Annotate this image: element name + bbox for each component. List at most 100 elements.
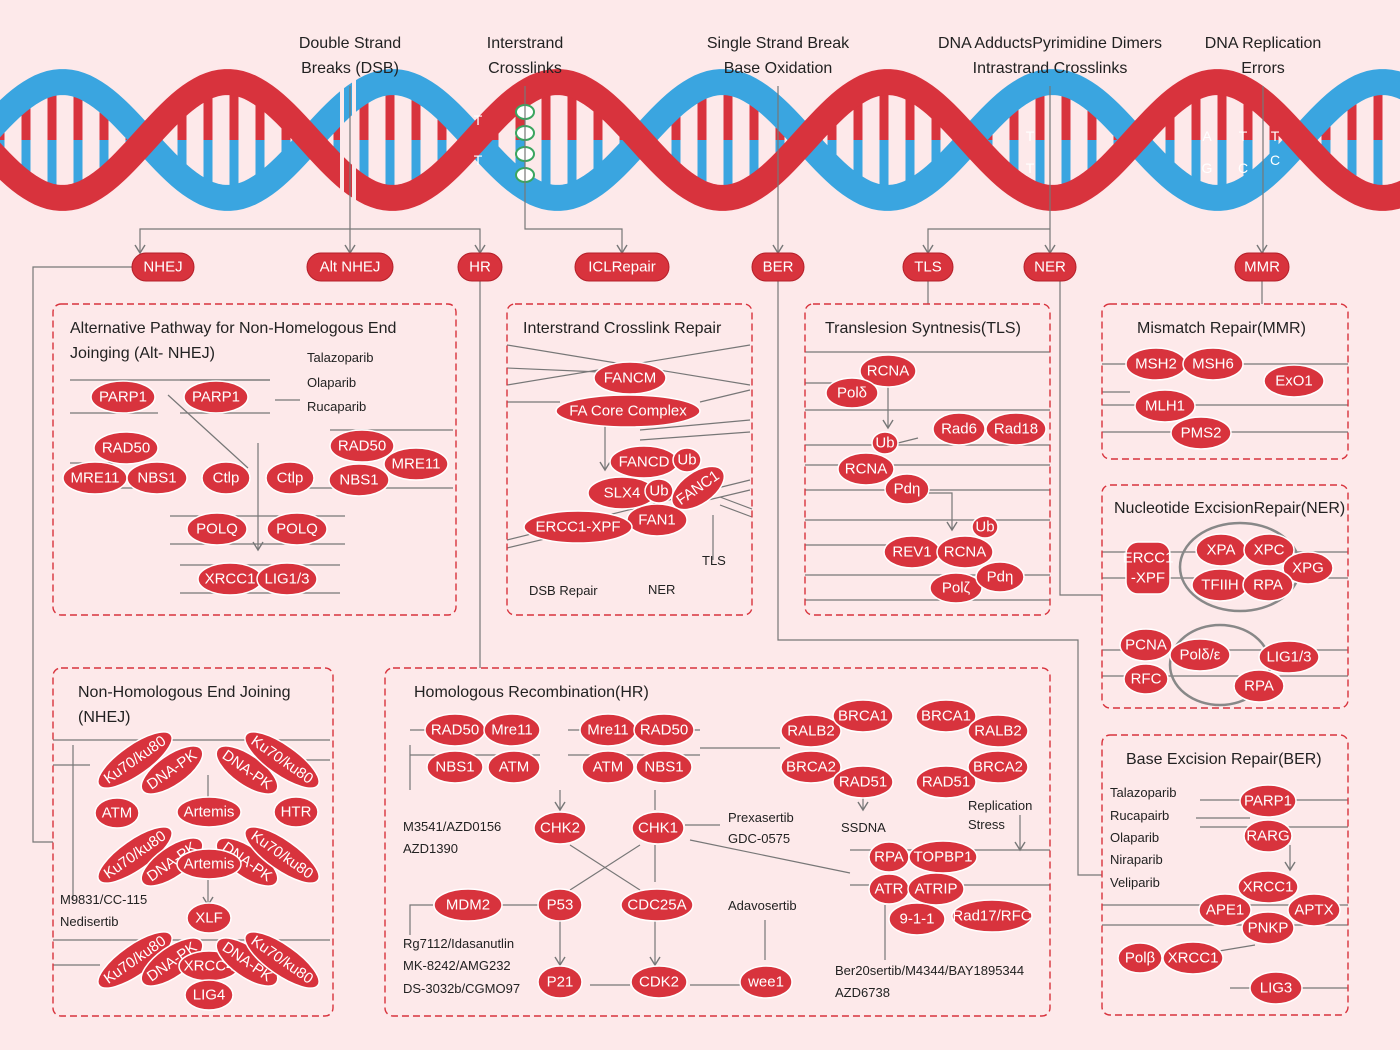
node-t_pdn1[interactable]: Pdη (884, 473, 930, 505)
node-b_polb[interactable]: Polβ (1117, 942, 1163, 974)
node-t_rcna1[interactable]: RCNA (859, 354, 917, 388)
node-n_polde[interactable]: Polδ/ε (1169, 638, 1231, 672)
node-h_mre11a[interactable]: Mre11 (483, 713, 541, 747)
node-t_polz[interactable]: Polζ (929, 572, 983, 604)
node-m_exo1[interactable]: ExO1 (1263, 364, 1325, 398)
pathway-tls[interactable]: TLS (902, 252, 954, 282)
node-h_nbs1a[interactable]: NBS1 (426, 750, 484, 784)
node-t_ub2[interactable]: Ub (971, 515, 999, 539)
node-i_fancd[interactable]: FANCD (609, 445, 679, 479)
node-b_ape1[interactable]: APE1 (1198, 893, 1252, 927)
node-t_pdn2[interactable]: Pdη (975, 561, 1025, 593)
node-h_nbs1b[interactable]: NBS1 (635, 750, 693, 784)
pathway-hr[interactable]: HR (457, 252, 503, 282)
node-h_brca2b[interactable]: BRCA2 (967, 750, 1029, 784)
node-h_rad50b[interactable]: RAD50 (633, 713, 695, 747)
node-a_polqa[interactable]: POLQ (186, 512, 248, 546)
node-n_xpg[interactable]: XPG (1282, 551, 1334, 585)
node-j_xrcc4[interactable]: XRCC4 (178, 950, 240, 982)
node-n_rpa1[interactable]: RPA (1242, 568, 1294, 602)
node-a_mre11b[interactable]: MRE11 (383, 447, 449, 481)
node-n_xpa[interactable]: XPA (1195, 533, 1247, 567)
node-t_rcna3[interactable]: RCNA (936, 535, 994, 569)
node-h_cdk2[interactable]: CDK2 (630, 965, 688, 999)
node-a_nbs1a[interactable]: NBS1 (126, 461, 188, 495)
node-n_rpa2[interactable]: RPA (1233, 669, 1285, 703)
node-m_pms2[interactable]: PMS2 (1170, 416, 1232, 450)
node-n_ercc1[interactable]: ERCC1-XPF (1123, 541, 1174, 595)
node-t_ub1[interactable]: Ub (871, 431, 899, 455)
node-h_atmb[interactable]: ATM (581, 750, 635, 784)
node-i_ercc1[interactable]: ERCC1-XPF (523, 510, 633, 544)
node-h_topbp1[interactable]: TOPBP1 (908, 840, 978, 874)
pathway-ber[interactable]: BER (751, 252, 805, 282)
node-m_msh6[interactable]: MSH6 (1182, 347, 1244, 381)
node-n_rfc[interactable]: RFC (1123, 663, 1169, 695)
node-h_atrip[interactable]: ATRIP (907, 872, 965, 906)
node-b_parp1[interactable]: PARP1 (1239, 784, 1297, 818)
node-j_dnapk2[interactable]: DNA-PK (209, 737, 285, 803)
node-h_atma[interactable]: ATM (487, 750, 541, 784)
node-h_rpa[interactable]: RPA (868, 841, 910, 873)
node-a_lig13[interactable]: LIG1/3 (256, 562, 318, 596)
node-b_lig3[interactable]: LIG3 (1249, 971, 1303, 1005)
node-j_artemis1[interactable]: Artemis (176, 796, 242, 828)
node-a_rad50b[interactable]: RAD50 (329, 429, 395, 463)
node-h_wee1[interactable]: wee1 (739, 965, 793, 999)
node-n_pcna[interactable]: PCNA (1119, 628, 1173, 662)
node-m_msh2[interactable]: MSH2 (1125, 347, 1187, 381)
node-n_lig13[interactable]: LIG1/3 (1258, 640, 1320, 674)
node-h_cdc25a[interactable]: CDC25A (620, 888, 694, 922)
node-h_mdm2[interactable]: MDM2 (433, 888, 503, 922)
node-b_rarg[interactable]: RARG (1243, 819, 1293, 853)
node-i_ub2[interactable]: Ub (644, 478, 674, 504)
node-h_chk2[interactable]: CHK2 (533, 811, 587, 845)
node-b_pnkp[interactable]: PNKP (1241, 911, 1295, 945)
node-t_rev1[interactable]: REV1 (883, 535, 941, 569)
pathway-nhej[interactable]: NHEJ (131, 252, 195, 282)
node-j_xlf[interactable]: XLF (186, 902, 232, 934)
node-h_rad17[interactable]: Rad17/RFC (951, 899, 1033, 933)
node-j_lig4[interactable]: LIG4 (184, 979, 234, 1011)
node-n_tfiih[interactable]: TFIIH (1191, 568, 1249, 602)
node-j_artemis2[interactable]: Artemis (176, 848, 242, 880)
pathway-mmr[interactable]: MMR (1234, 252, 1290, 282)
node-a_parp1a[interactable]: PARP1 (90, 380, 156, 414)
node-b_xrcc1b[interactable]: XRCC1 (1162, 941, 1224, 975)
node-i_ub1[interactable]: Ub (672, 447, 702, 473)
node-i_fan1[interactable]: FAN1 (626, 503, 688, 537)
node-a_polqb[interactable]: POLQ (266, 512, 328, 546)
node-j_atm[interactable]: ATM (94, 797, 140, 829)
node-a_ctlpa[interactable]: Ctlp (201, 461, 251, 495)
node-a_xrcc1[interactable]: XRCC1 (197, 562, 263, 596)
pathway-ner[interactable]: NER (1023, 252, 1077, 282)
node-n_xpc[interactable]: XPC (1243, 533, 1295, 567)
node-b_xrcc1a[interactable]: XRCC1 (1237, 870, 1299, 904)
node-h_rad50a[interactable]: RAD50 (424, 713, 486, 747)
pathway-altnhej[interactable]: Alt NHEJ (306, 252, 394, 282)
node-j_htr[interactable]: HTR (273, 796, 319, 828)
node-h_atr[interactable]: ATR (868, 873, 910, 905)
node-h_brca1b[interactable]: BRCA1 (915, 699, 977, 733)
node-a_ctlpb[interactable]: Ctlp (265, 461, 315, 495)
node-t_rad18[interactable]: Rad18 (985, 412, 1047, 446)
node-i_slx4[interactable]: SLX4 (587, 476, 657, 510)
node-t_rcna2[interactable]: RCNA (837, 452, 895, 486)
node-m_mlh1[interactable]: MLH1 (1134, 389, 1196, 423)
node-t_pold[interactable]: Polδ (825, 377, 879, 409)
node-a_parp1b[interactable]: PARP1 (183, 380, 249, 414)
node-h_ralb2b[interactable]: RALB2 (967, 714, 1029, 748)
node-h_911[interactable]: 9-1-1 (888, 902, 946, 936)
node-a_nbs1b[interactable]: NBS1 (328, 463, 390, 497)
node-t_rad6[interactable]: Rad6 (932, 412, 986, 446)
pathway-iclrepair[interactable]: ICLRepair (574, 252, 670, 282)
node-h_mre11b[interactable]: Mre11 (579, 713, 637, 747)
node-h_ralb2a[interactable]: RALB2 (780, 714, 842, 748)
node-i_facore[interactable]: FA Core Complex (555, 394, 701, 428)
node-h_brca2a[interactable]: BRCA2 (780, 750, 842, 784)
node-h_rad51b[interactable]: RAD51 (915, 765, 977, 799)
node-h_chk1[interactable]: CHK1 (631, 811, 685, 845)
node-h_p21[interactable]: P21 (537, 965, 583, 999)
node-h_brca1a[interactable]: BRCA1 (832, 699, 894, 733)
node-a_rad50a[interactable]: RAD50 (93, 431, 159, 465)
